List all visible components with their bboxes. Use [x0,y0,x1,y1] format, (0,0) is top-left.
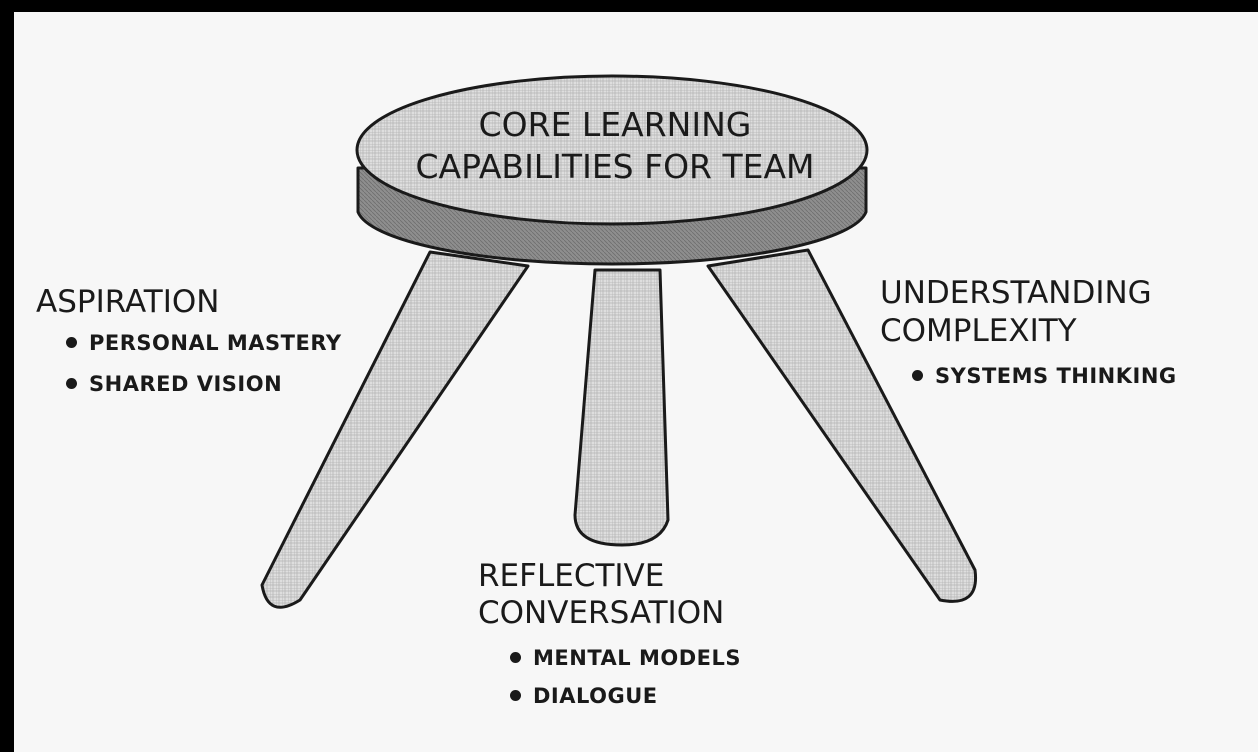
bullet-personal-mastery: PERSONAL MASTERY [66,331,342,355]
stool-seat-top [355,74,869,226]
bullet-dot-icon [510,651,521,663]
understanding-heading-line-2: COMPLEXITY [880,313,1077,349]
understanding-heading-line-1: UNDERSTANDING [880,275,1152,311]
bullet-mental-models: MENTAL MODELS [510,646,741,670]
bullet-dot-icon [66,377,77,389]
seat-label: CORE LEARNING CAPABILITIES FOR TEAM [380,104,850,188]
reflective-heading-line-1: REFLECTIVE [478,558,665,594]
bullet-systems-thinking: SYSTEMS THINKING [912,364,1177,388]
seat-label-line-1: CORE LEARNING [478,105,752,144]
stool-leg-middle [573,268,670,547]
bullet-shared-vision: SHARED VISION [66,372,282,396]
stool-leg-right [706,248,978,603]
seat-label-line-2: CAPABILITIES FOR TEAM [415,147,815,186]
bullet-dot-icon [510,689,521,701]
stool-leg-left [260,250,530,609]
bullet-dialogue: DIALOGUE [510,684,658,708]
bullet-dot-icon [66,336,77,348]
aspiration-heading: ASPIRATION [36,284,220,320]
reflective-heading-line-2: CONVERSATION [478,595,725,631]
bullet-dot-icon [912,369,923,381]
